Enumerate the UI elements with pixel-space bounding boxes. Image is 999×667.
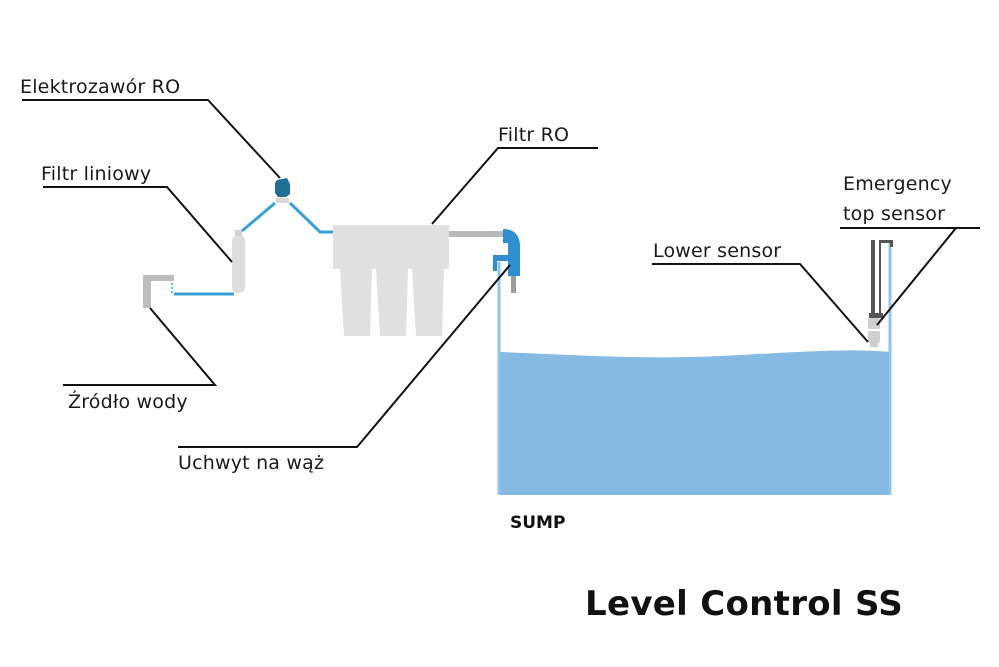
- pipe-inline-filter-to-valve: [241, 201, 276, 233]
- pipe-ro-to-hose-holder: [449, 231, 505, 237]
- diagram-title: Level Control SS: [585, 584, 904, 624]
- sump-tank: [497, 240, 892, 495]
- leader-ro-filter: [431, 147, 598, 225]
- label-inline-filter: Filtr liniowy: [41, 163, 152, 185]
- lower-sensor: [868, 331, 880, 347]
- label-hose-holder: Uchwyt na wąż: [178, 452, 325, 474]
- leader-inline-filter: [43, 186, 233, 263]
- water-source-faucet: [143, 275, 174, 308]
- hose-holder: [493, 229, 520, 293]
- label-lower-sensor: Lower sensor: [653, 240, 782, 262]
- leader-lines: [22, 99, 980, 448]
- leader-solenoid-valve: [22, 99, 281, 179]
- ro-filter: [333, 225, 449, 336]
- label-ro-filter: Filtr RO: [498, 124, 570, 146]
- tank-label: SUMP: [510, 513, 566, 533]
- inline-filter: [232, 230, 245, 293]
- water-body: [499, 350, 890, 495]
- solenoid-valve: [275, 178, 290, 203]
- label-emergency-line2: top sensor: [843, 203, 946, 225]
- label-solenoid-valve: Elektrozawór RO: [20, 76, 181, 98]
- label-emergency-line1: Emergency: [843, 173, 952, 195]
- leader-water-source: [63, 307, 218, 386]
- leader-emergency-top-sensor: [840, 227, 980, 326]
- leader-hose-holder: [178, 264, 511, 448]
- label-water-source: Źródło wody: [68, 391, 188, 413]
- leader-lower-sensor: [652, 263, 869, 343]
- pipe-valve-to-ro-filter: [288, 201, 335, 234]
- emergency-top-sensor: [868, 240, 893, 329]
